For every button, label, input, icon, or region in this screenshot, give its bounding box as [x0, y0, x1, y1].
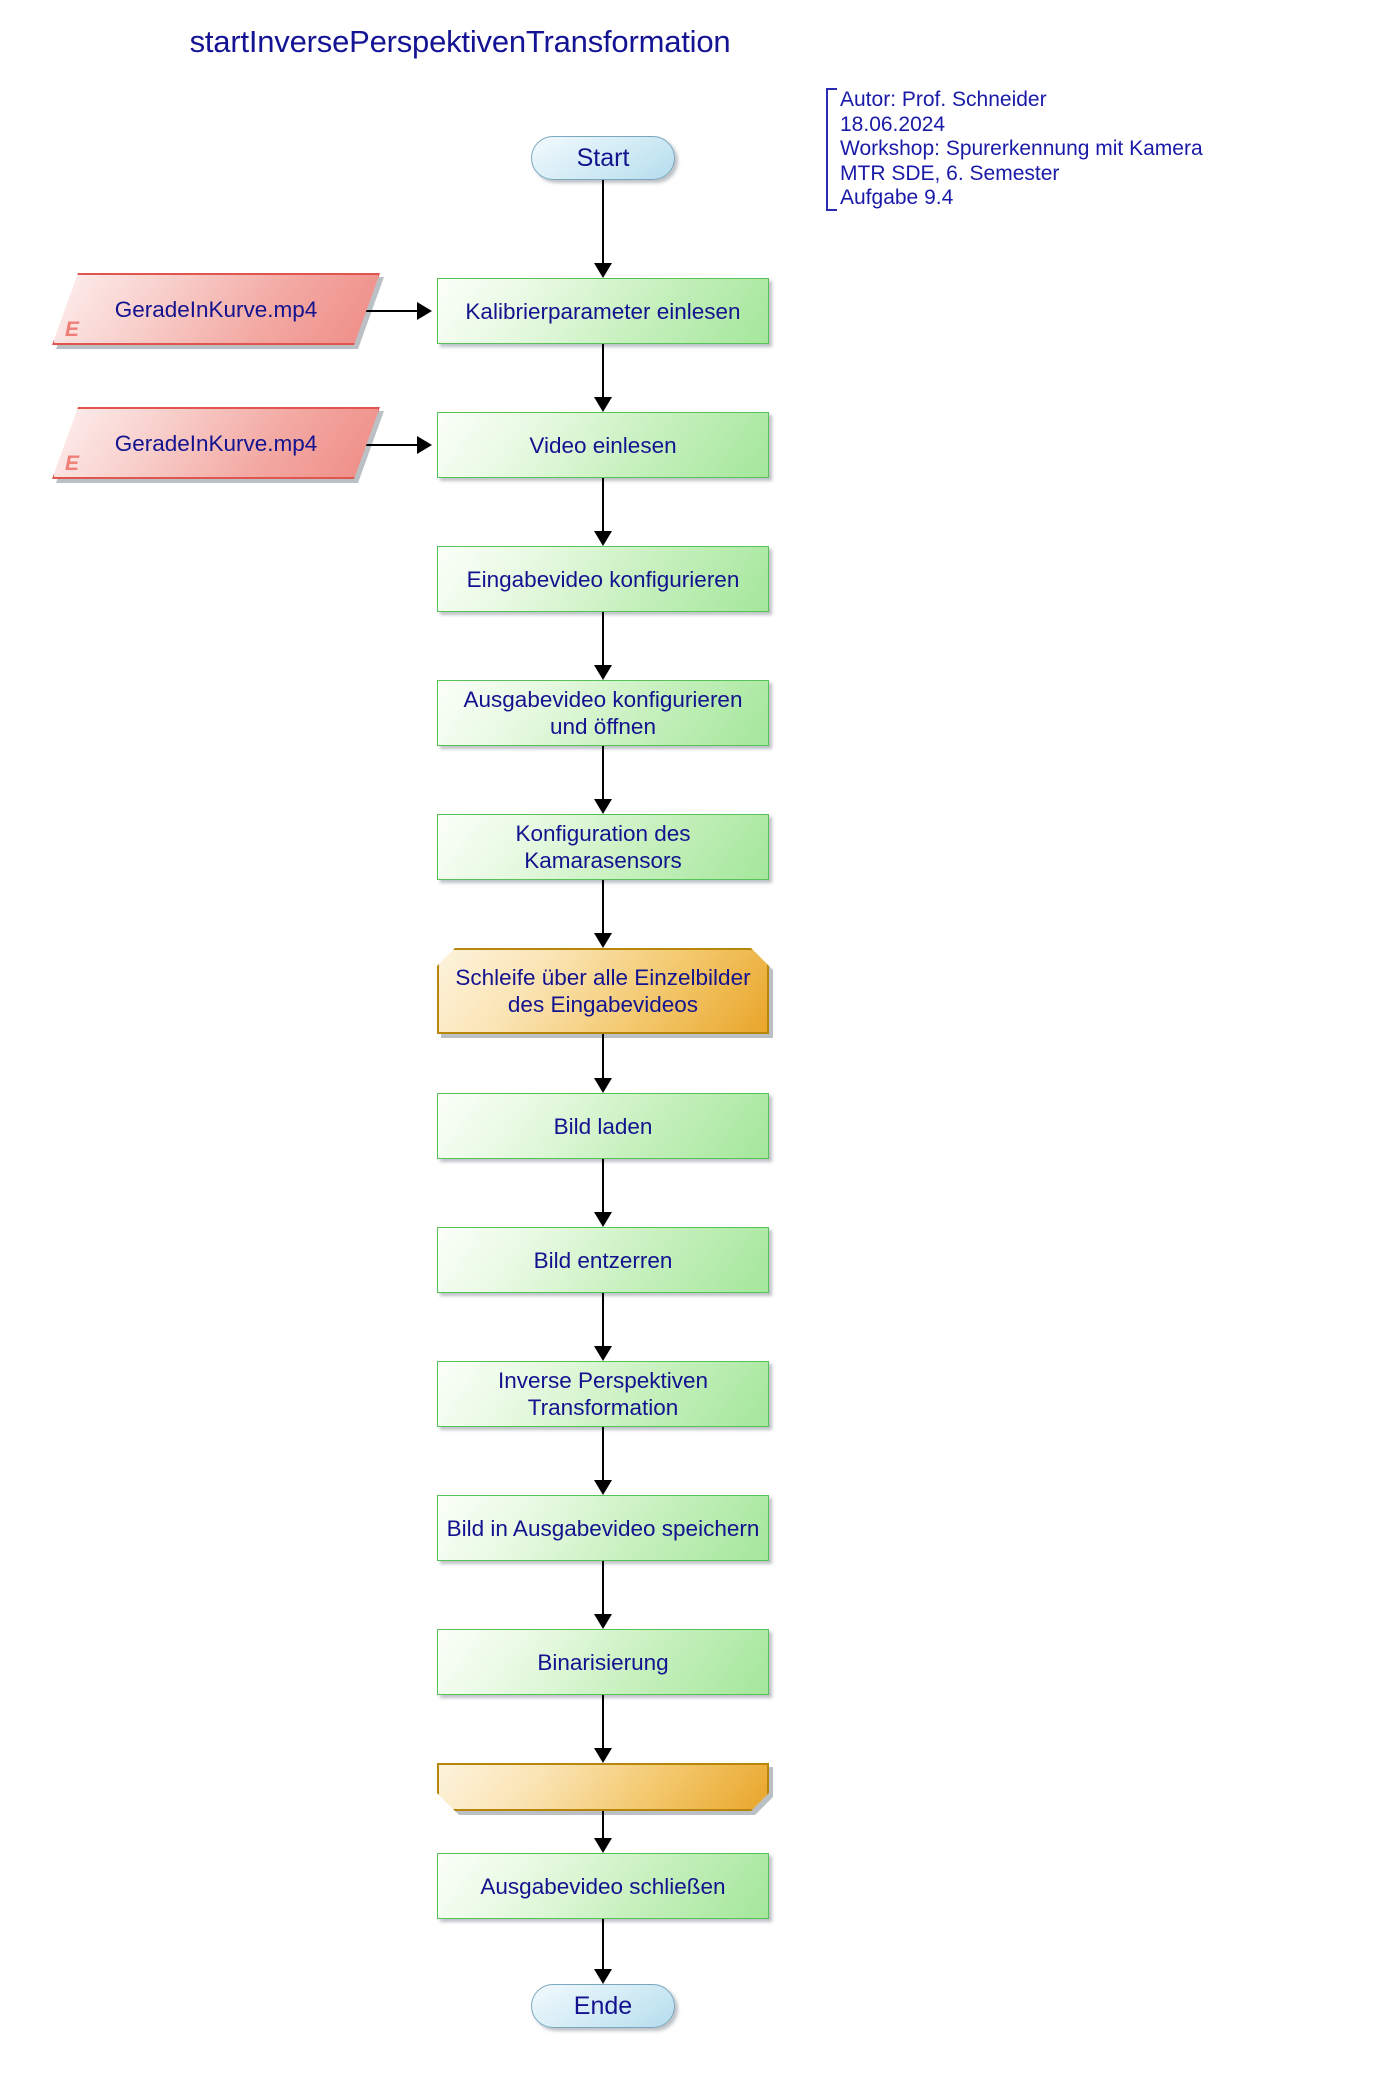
connector-p11-to-end: [602, 1919, 604, 1969]
arrow-p11-to-end: [594, 1969, 612, 1984]
arrow-p5-to-loop-start: [594, 933, 612, 948]
node-io-geradeinkurve-2[interactable]: GeradeInKurve.mp4 E: [52, 407, 380, 479]
loop-end-background: [437, 1763, 769, 1811]
node-p9-label: Bild in Ausgabevideo speichern: [446, 1515, 760, 1541]
annotation-line-course: MTR SDE, 6. Semester: [840, 161, 1060, 185]
node-io-2-marker: E: [65, 452, 80, 475]
node-p4-label: Ausgabevideo konfigurieren und öffnen: [463, 687, 743, 739]
node-process-binarisierung[interactable]: Binarisierung: [437, 1629, 769, 1695]
arrow-p8-to-p9: [594, 1480, 612, 1495]
node-start[interactable]: Start: [531, 136, 675, 180]
arrow-p9-to-p10: [594, 1614, 612, 1629]
node-io-geradeinkurve-1[interactable]: GeradeInKurve.mp4 E: [52, 273, 380, 345]
node-io-2-label: GeradeInKurve.mp4: [114, 430, 318, 456]
loop-start-background: [437, 948, 769, 1034]
node-p5-label: Konfiguration des Kamarasensors: [515, 821, 691, 873]
node-p8-label: Inverse Perspektiven Transformation: [497, 1368, 709, 1420]
annotation-block: Autor: Prof. Schneider 18.06.2024 Worksh…: [826, 88, 1203, 211]
annotation-line-workshop: Workshop: Spurerkennung mit Kamera: [840, 137, 1203, 160]
node-p2-label: Video einlesen: [529, 432, 677, 458]
node-end-label: Ende: [573, 1991, 633, 2020]
connector-p8-to-p9: [602, 1427, 604, 1481]
node-process-inverse-perspektiven-transformation[interactable]: Inverse Perspektiven Transformation: [437, 1361, 769, 1427]
connector-p9-to-p10: [602, 1561, 604, 1615]
arrow-p7-to-p8: [594, 1346, 612, 1361]
arrow-start-to-p1: [594, 263, 612, 278]
io-1-background: [52, 273, 380, 345]
connector-start-to-p1: [602, 180, 604, 264]
connector-p3-to-p4: [602, 612, 604, 666]
node-io-1-label: GeradeInKurve.mp4: [114, 296, 318, 322]
connector-p4-to-p5: [602, 746, 604, 800]
annotation-line-author: Autor: Prof. Schneider: [840, 88, 1047, 111]
arrow-p4-to-p5: [594, 799, 612, 814]
node-p10-label: Binarisierung: [537, 1649, 669, 1675]
arrow-loop-start-to-p6: [594, 1078, 612, 1093]
node-end[interactable]: Ende: [531, 1984, 675, 2028]
node-process-bild-entzerren[interactable]: Bild entzerren: [437, 1227, 769, 1293]
annotation-line-date: 18.06.2024: [840, 112, 946, 136]
node-process-ausgabevideo-schliessen[interactable]: Ausgabevideo schließen: [437, 1853, 769, 1919]
node-loop-end[interactable]: [437, 1763, 769, 1811]
connector-io1-to-p1: [356, 310, 418, 312]
node-p7-label: Bild entzerren: [533, 1247, 673, 1273]
node-p3-label: Eingabevideo konfigurieren: [466, 566, 740, 592]
connector-p6-to-p7: [602, 1159, 604, 1213]
node-process-ausgabevideo-konfigurieren[interactable]: Ausgabevideo konfigurieren und öffnen: [437, 680, 769, 746]
arrow-io2-to-p2: [417, 436, 432, 454]
node-io-1-marker: E: [65, 318, 80, 341]
node-process-kalibrierparameter-einlesen[interactable]: Kalibrierparameter einlesen: [437, 278, 769, 344]
node-p1-label: Kalibrierparameter einlesen: [465, 298, 741, 324]
node-loop-start-label: Schleife über alle Einzelbilder des Eing…: [455, 965, 751, 1017]
node-start-label: Start: [576, 143, 630, 172]
arrow-p1-to-p2: [594, 397, 612, 412]
connector-io2-to-p2: [356, 444, 418, 446]
node-process-konfiguration-kamerasensor[interactable]: Konfiguration des Kamarasensors: [437, 814, 769, 880]
connector-p7-to-p8: [602, 1293, 604, 1347]
annotation-line-task: Aufgabe 9.4: [840, 186, 954, 209]
node-process-bild-laden[interactable]: Bild laden: [437, 1093, 769, 1159]
arrow-p6-to-p7: [594, 1212, 612, 1227]
arrow-p2-to-p3: [594, 531, 612, 546]
arrow-loop-end-to-p11: [594, 1838, 612, 1853]
node-p6-label: Bild laden: [553, 1113, 653, 1139]
arrow-io1-to-p1: [417, 302, 432, 320]
node-process-eingabevideo-konfigurieren[interactable]: Eingabevideo konfigurieren: [437, 546, 769, 612]
connector-loop-start-to-p6: [602, 1034, 604, 1079]
connector-p10-to-loop-end: [602, 1695, 604, 1749]
node-p11-label: Ausgabevideo schließen: [480, 1873, 726, 1899]
arrow-p3-to-p4: [594, 665, 612, 680]
node-process-bild-speichern[interactable]: Bild in Ausgabevideo speichern: [437, 1495, 769, 1561]
connector-p5-to-loop-start: [602, 880, 604, 934]
node-process-video-einlesen[interactable]: Video einlesen: [437, 412, 769, 478]
connector-p1-to-p2: [602, 344, 604, 398]
arrow-p10-to-loop-end: [594, 1748, 612, 1763]
connector-p2-to-p3: [602, 478, 604, 532]
node-loop-start-einzelbilder[interactable]: Schleife über alle Einzelbilder des Eing…: [437, 948, 769, 1034]
connector-loop-end-to-p11: [602, 1811, 604, 1838]
page-title: startInversePerspektivenTransformation: [189, 24, 731, 59]
